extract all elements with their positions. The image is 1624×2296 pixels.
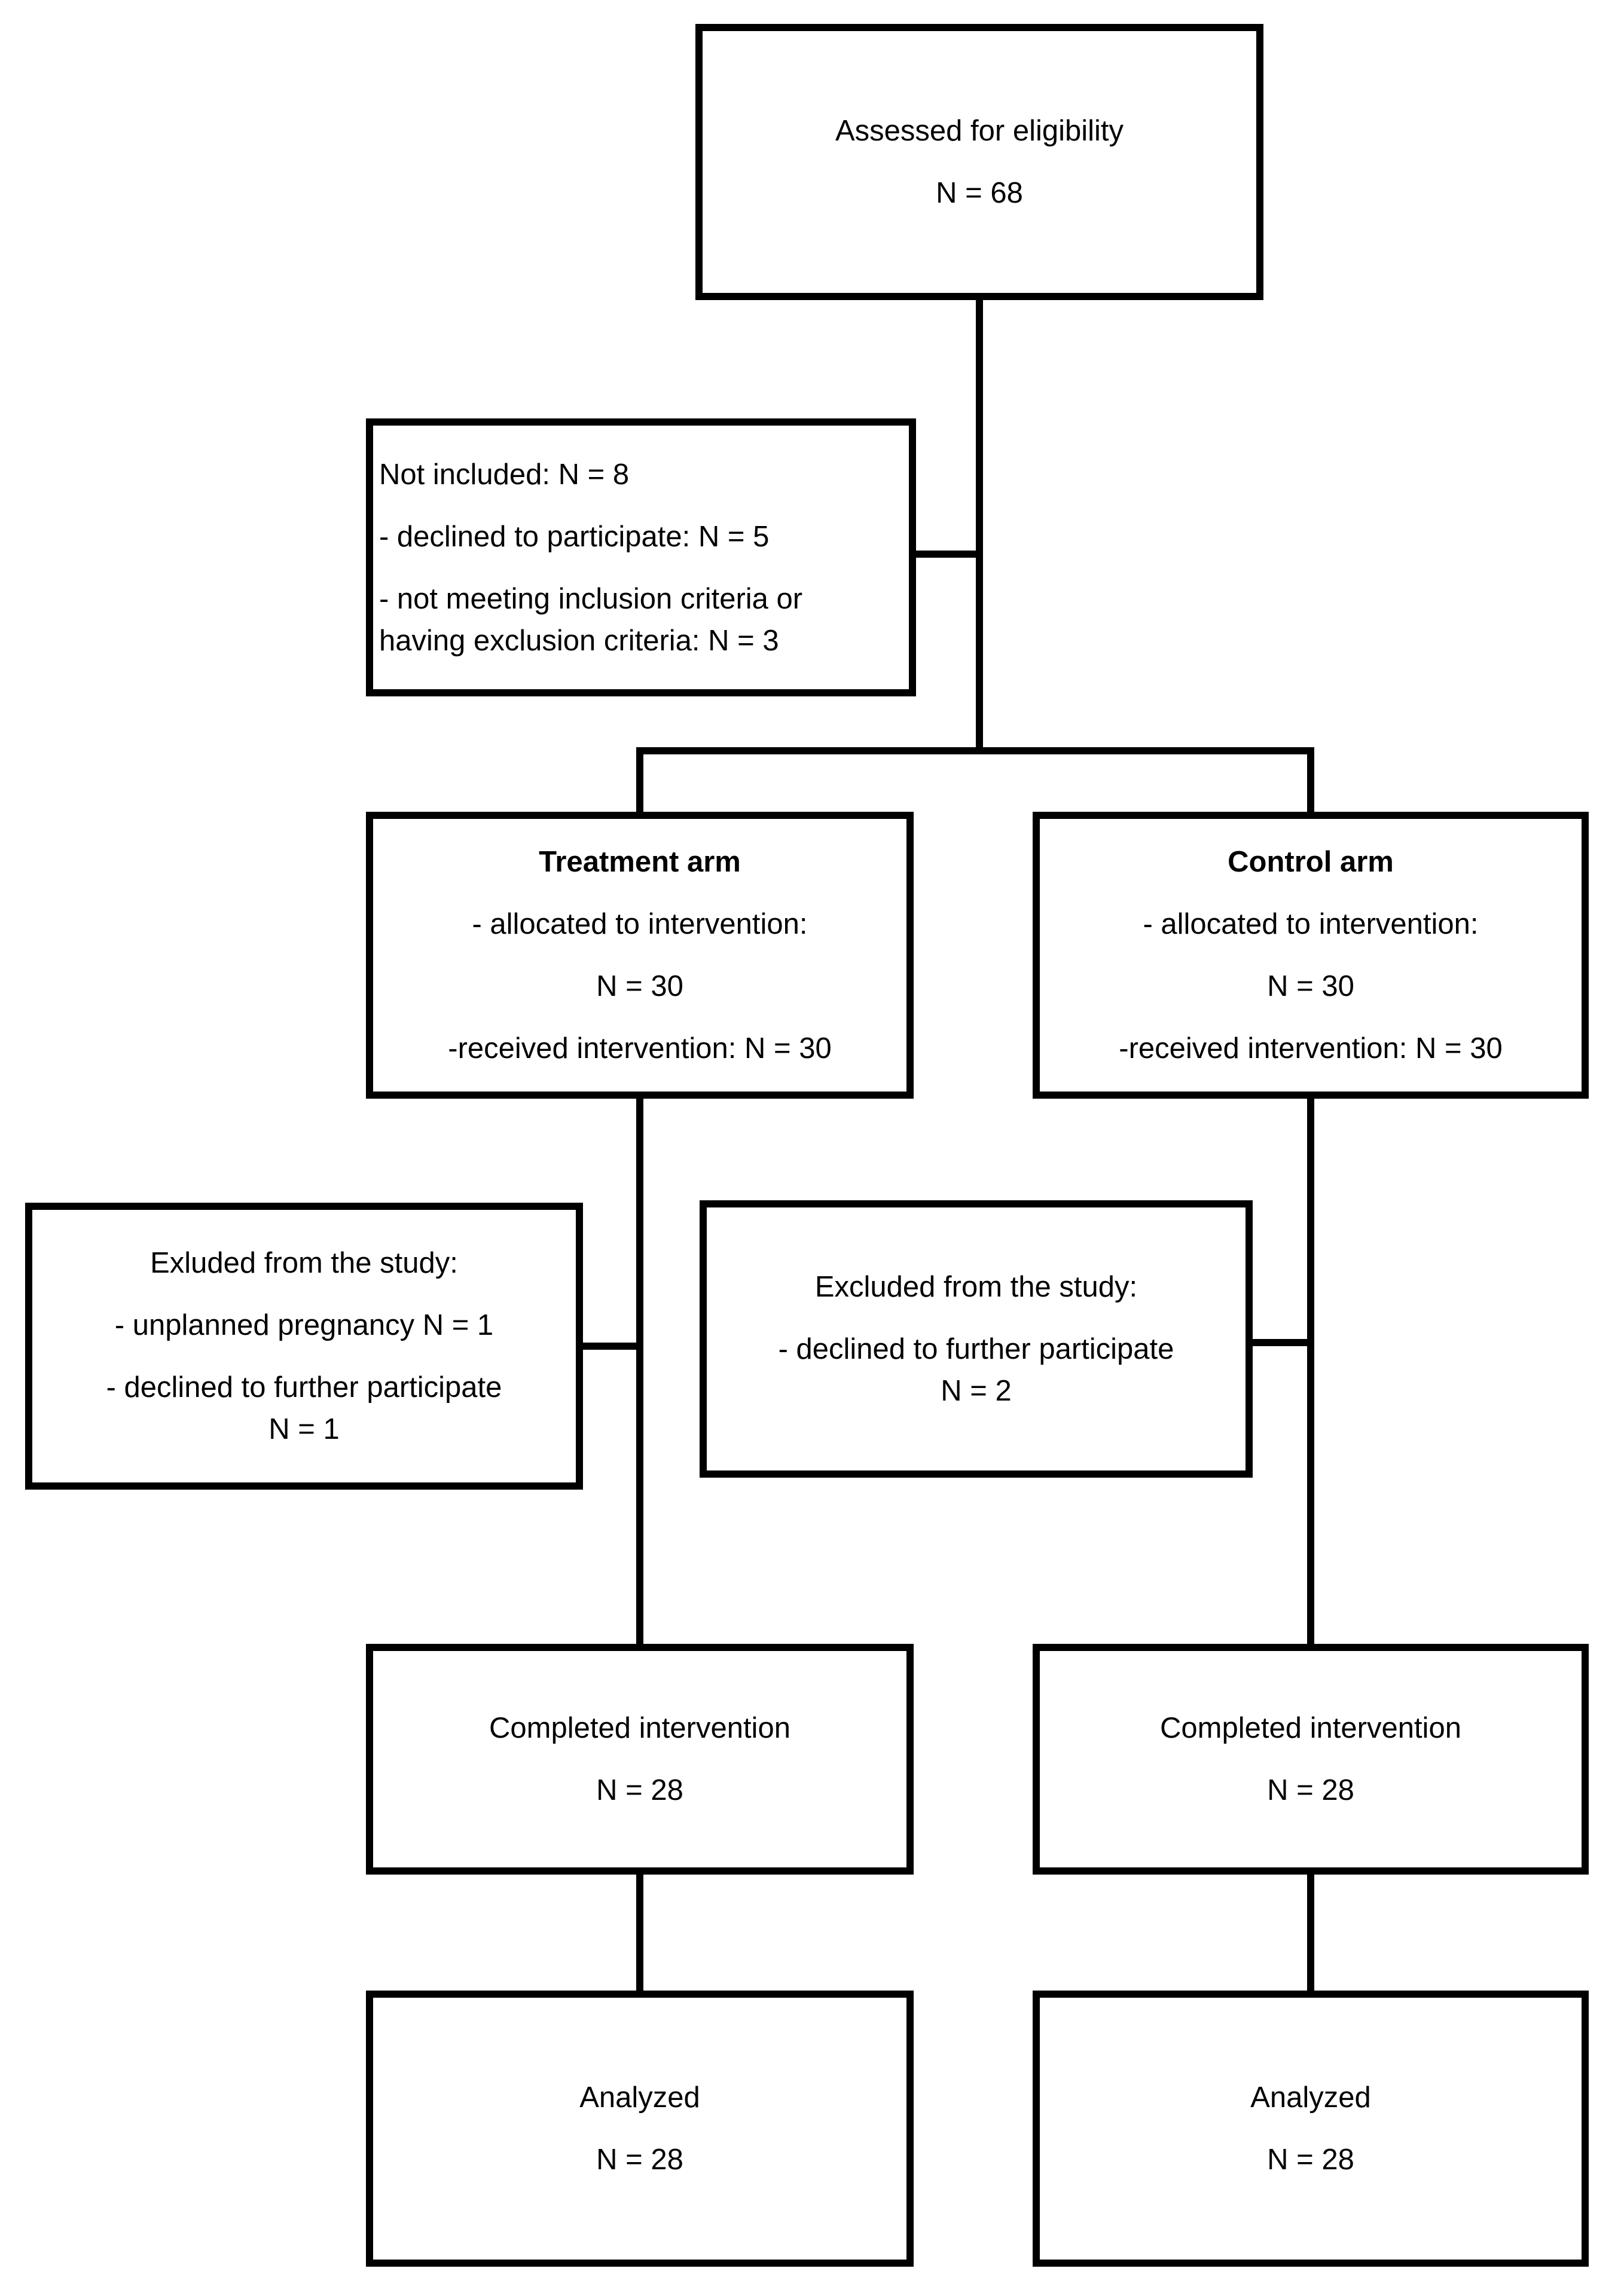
excluded-control-title: Excluded from the study: [814, 1271, 1138, 1303]
completed-treatment-box: Completed intervention N = 28 [366, 1644, 914, 1875]
connector-control-drop-line [1307, 747, 1314, 814]
completed-treatment-count: N = 28 [596, 1774, 683, 1806]
connector-excluded-control-stub-line [1250, 1339, 1314, 1346]
analyzed-control-count: N = 28 [1267, 2144, 1354, 2176]
treatment-allocated-label: - allocated to intervention: [472, 908, 808, 940]
connector-not-included-stub-line [915, 551, 983, 558]
control-received-label: -received intervention: N = 30 [1119, 1032, 1503, 1065]
not-included-declined: - declined to participate: N = 5 [379, 520, 770, 553]
connector-top-vertical-line [976, 299, 983, 754]
control-arm-title: Control arm [1228, 846, 1394, 878]
excluded-control-box: Excluded from the study: - declined to f… [700, 1200, 1253, 1478]
connector-treatment-bottom-vertical-line [636, 1872, 643, 1992]
assessed-eligibility-label: Assessed for eligibility [835, 115, 1124, 147]
connector-treatment-mid-vertical-line [636, 1096, 643, 1645]
treatment-arm-box: Treatment arm - allocated to interventio… [366, 812, 914, 1099]
connector-excluded-treatment-stub-line [580, 1343, 643, 1350]
connector-control-mid-vertical-line [1307, 1096, 1314, 1645]
analyzed-treatment-box: Analyzed N = 28 [366, 1991, 914, 2267]
treatment-received-label: -received intervention: N = 30 [448, 1032, 832, 1065]
connector-control-bottom-vertical-line [1307, 1872, 1314, 1992]
control-allocated-label: - allocated to intervention: [1143, 908, 1479, 940]
assessed-eligibility-count: N = 68 [936, 177, 1023, 209]
connector-split-horizontal-line [636, 747, 1314, 754]
not-included-box: Not included: N = 8 - declined to partic… [366, 418, 916, 696]
completed-treatment-label: Completed intervention [489, 1712, 790, 1744]
control-allocated-count: N = 30 [1267, 970, 1354, 1002]
excluded-control-declined-line1: - declined to further participate [778, 1333, 1174, 1365]
not-included-criteria-line1: - not meeting inclusion criteria or [379, 582, 803, 615]
not-included-total: Not included: N = 8 [379, 458, 630, 491]
connector-treatment-drop-line [636, 747, 643, 814]
completed-control-box: Completed intervention N = 28 [1033, 1644, 1589, 1875]
excluded-treatment-box: Exluded from the study: - unplanned preg… [25, 1203, 583, 1490]
treatment-arm-title: Treatment arm [539, 846, 741, 878]
treatment-allocated-count: N = 30 [596, 970, 683, 1002]
excluded-treatment-declined-count: N = 1 [268, 1413, 340, 1445]
analyzed-treatment-label: Analyzed [579, 2081, 700, 2114]
not-included-criteria-line2: having exclusion criteria: N = 3 [379, 624, 779, 657]
completed-control-count: N = 28 [1267, 1774, 1354, 1806]
analyzed-control-box: Analyzed N = 28 [1033, 1991, 1589, 2267]
analyzed-treatment-count: N = 28 [596, 2144, 683, 2176]
excluded-control-declined-count: N = 2 [941, 1375, 1012, 1407]
excluded-treatment-pregnancy: - unplanned pregnancy N = 1 [114, 1309, 494, 1341]
excluded-treatment-declined-line1: - declined to further participate [106, 1371, 502, 1404]
assessed-eligibility-box: Assessed for eligibility N = 68 [695, 24, 1263, 300]
control-arm-box: Control arm - allocated to intervention:… [1033, 812, 1589, 1099]
completed-control-label: Completed intervention [1160, 1712, 1461, 1744]
analyzed-control-label: Analyzed [1250, 2081, 1371, 2114]
excluded-treatment-title: Exluded from the study: [150, 1247, 458, 1279]
